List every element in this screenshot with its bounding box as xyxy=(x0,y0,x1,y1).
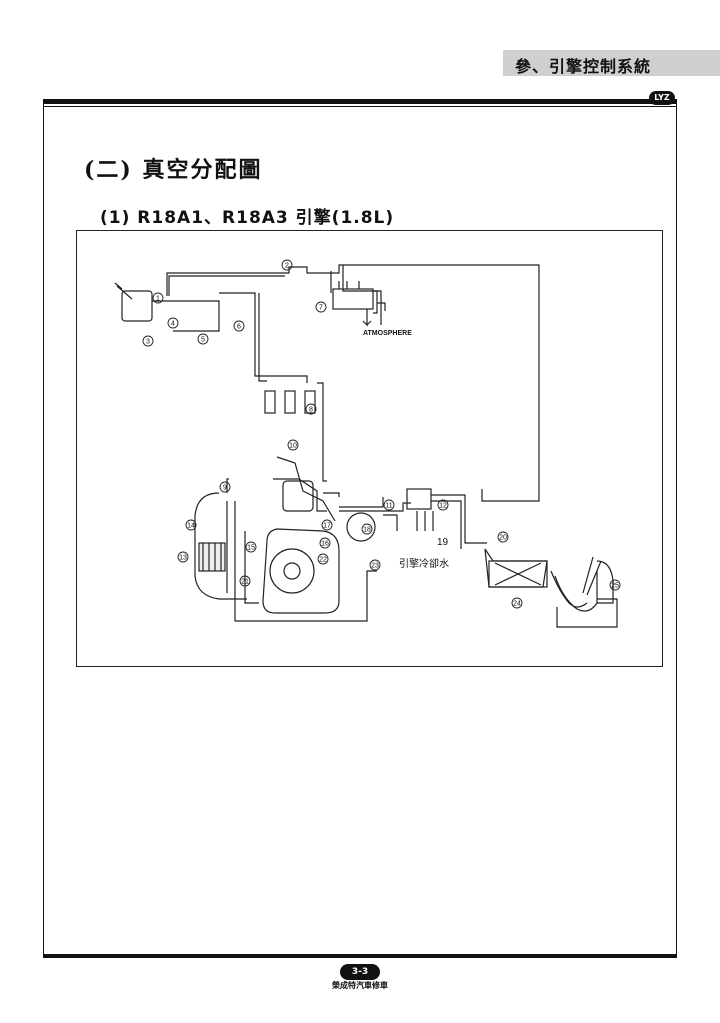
callout-17: 17 xyxy=(323,523,331,530)
callout-11: 11 xyxy=(385,503,392,510)
vacuum-distribution-diagram: 1 2 3 4 5 6 7 8 9 10 11 12 13 14 15 16 1… xyxy=(76,230,663,667)
callout-25: 25 xyxy=(611,583,619,590)
callout-14: 14 xyxy=(187,523,195,530)
callout-23: 23 xyxy=(371,563,379,570)
section-title: (二) 真空分配圖 xyxy=(84,157,263,183)
coolant-callout: 19 xyxy=(437,537,449,548)
atmosphere-label: ATMOSPHERE xyxy=(363,330,412,337)
callout-20: 20 xyxy=(499,535,507,542)
callout-24: 24 xyxy=(513,601,521,608)
page-number-badge: 3-3 xyxy=(340,964,380,980)
callout-21: 21 xyxy=(241,579,249,586)
frame-right-border xyxy=(676,104,677,956)
chapter-title: 參、引擎控制系統 xyxy=(515,57,652,76)
publisher-label: 榮成特汽車修車 xyxy=(332,981,388,990)
callout-7: 7 xyxy=(319,305,323,312)
callout-10: 10 xyxy=(289,443,297,450)
callout-6: 6 xyxy=(237,324,241,331)
diagram-drawing: 1 2 3 4 5 6 7 8 9 10 11 12 13 14 15 16 1… xyxy=(114,259,621,628)
top-rule-thin xyxy=(43,106,677,107)
callout-9: 9 xyxy=(223,485,227,492)
bottom-rule xyxy=(43,954,677,958)
callout-16: 16 xyxy=(321,541,329,548)
callout-1: 1 xyxy=(156,296,160,303)
callout-4: 4 xyxy=(171,321,175,328)
section-subtitle: (1) R18A1、R18A3 引擎(1.8L) xyxy=(100,208,395,228)
callout-18: 18 xyxy=(363,527,371,534)
callout-13: 13 xyxy=(179,555,187,562)
callout-3: 3 xyxy=(146,339,150,346)
callout-15: 15 xyxy=(247,545,255,552)
callout-2: 2 xyxy=(285,263,289,270)
coolant-label: 引擎冷卻水 xyxy=(399,557,449,570)
callout-12: 12 xyxy=(439,503,447,510)
callout-22: 22 xyxy=(319,557,327,564)
callout-5: 5 xyxy=(201,337,205,344)
callout-8: 8 xyxy=(309,407,313,414)
corner-logo-icon: LYZ xyxy=(649,91,675,105)
top-rule xyxy=(43,99,677,104)
chapter-header-tab: 參、引擎控制系統 xyxy=(503,50,720,76)
frame-left-border xyxy=(43,104,44,956)
